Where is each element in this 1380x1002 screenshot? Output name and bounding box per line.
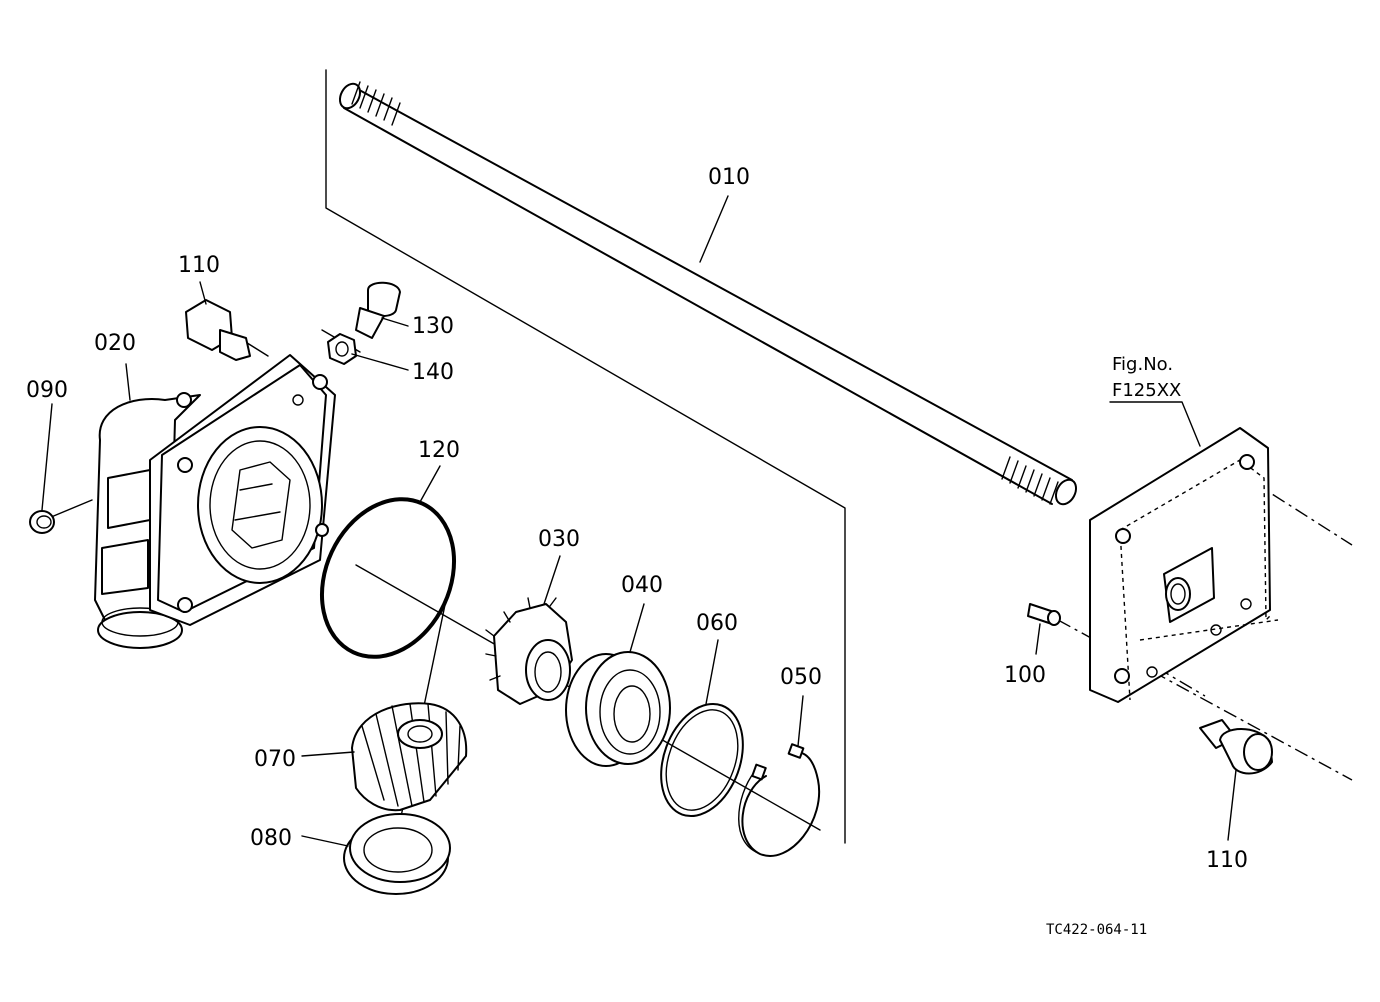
figure-reference: Fig.No. F125XX <box>1112 354 1181 401</box>
callout-120: 120 <box>418 438 460 463</box>
reference-flange <box>1089 427 1279 703</box>
callout-140: 140 <box>412 360 454 385</box>
callout-010: 010 <box>708 165 750 190</box>
oil-seal-080 <box>343 813 451 895</box>
callout-090: 090 <box>26 378 68 403</box>
o-ring-120 <box>319 497 457 659</box>
shim-ring-060 <box>660 702 744 818</box>
drawing-code: TC422-064-11 <box>1046 922 1147 938</box>
callout-110-right: 110 <box>1206 848 1248 873</box>
shaft-010 <box>338 81 1078 506</box>
ball-bearing-040 <box>565 651 671 767</box>
snap-ring-050 <box>738 743 821 857</box>
callout-110-left: 110 <box>178 253 220 278</box>
callout-030: 030 <box>538 527 580 552</box>
nut-140 <box>327 333 357 365</box>
gear-housing-020 <box>94 354 336 649</box>
callout-080: 080 <box>250 826 292 851</box>
bolt-110-left <box>185 299 251 361</box>
plug-090 <box>29 510 55 534</box>
callout-070: 070 <box>254 747 296 772</box>
callout-130: 130 <box>412 314 454 339</box>
screw-130 <box>355 281 401 339</box>
assembly-frame <box>325 69 846 844</box>
callout-labels: 010 020 030 040 050 060 070 080 090 100 … <box>26 165 1248 873</box>
pin-100 <box>1027 603 1061 626</box>
bevel-pinion-070 <box>351 702 468 812</box>
callout-060: 060 <box>696 611 738 636</box>
figure-reference-line2: F125XX <box>1112 380 1181 401</box>
plug-110-right <box>1199 719 1273 775</box>
callout-050: 050 <box>780 665 822 690</box>
bevel-gear-030 <box>485 597 573 705</box>
figure-reference-line1: Fig.No. <box>1112 354 1173 375</box>
callout-040: 040 <box>621 573 663 598</box>
callout-020: 020 <box>94 331 136 356</box>
callout-100: 100 <box>1004 663 1046 688</box>
leader-lines <box>41 195 1237 847</box>
